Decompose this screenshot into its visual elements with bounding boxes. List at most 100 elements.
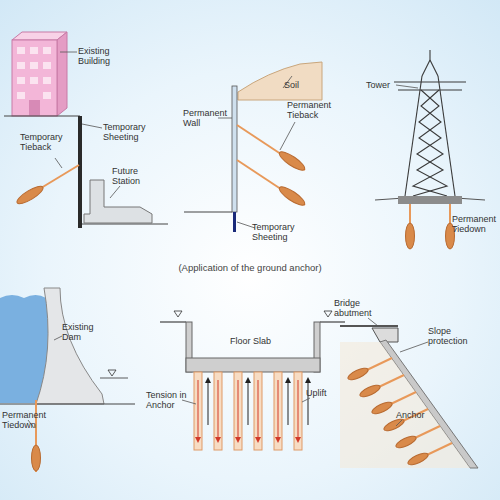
uplift-arrow [308,380,309,425]
bridge-abutment [340,326,398,342]
tower-structure [429,50,430,60]
part-label: Permanent Wall [183,108,233,128]
water-level-symbol [174,311,332,317]
part-label: Soil [284,80,314,90]
ground-line [4,115,80,116]
part-label: Tower [366,80,396,90]
part-label: Permanent Tiedown [2,410,50,430]
building-illustration [17,92,25,99]
uplift-anchor [214,372,222,450]
uplift-anchor [198,380,199,440]
tieback-anchor [277,184,307,208]
slope-anchor [346,366,369,382]
leader-line [218,76,295,228]
uplift-anchor [234,372,242,450]
tower-footing [398,196,462,204]
part-label: Uplift [306,388,336,398]
uplift-anchor [258,380,259,440]
leader-line [302,398,310,402]
part-label: Temporary Tieback [20,132,70,152]
building-illustration [43,47,51,54]
ground-line [184,211,232,212]
uplift-anchor [218,380,219,440]
building-illustration [12,40,57,116]
building-illustration [17,62,25,69]
water-level-symbol [174,311,182,317]
part-label: Floor Slab [230,336,290,346]
tower-structure [413,90,447,196]
tower-structure [413,90,447,196]
ground-line [82,223,168,224]
tower-structure [405,76,422,196]
leader-line [182,400,196,404]
bridge-abutment [340,325,398,327]
part-label: Anchor [396,410,436,420]
leader-line [60,52,77,53]
slope-ground [340,342,470,468]
part-label: Permanent Tiedown [452,214,499,234]
tieback-anchor [277,149,307,173]
uplift-anchor [194,372,202,450]
building-illustration [57,32,67,116]
channel-structure [186,358,320,372]
slope-anchor [370,400,393,416]
tieback-anchor [237,125,307,208]
leader-line [396,85,418,88]
uplift-anchor [238,380,239,440]
part-label: Tension in Anchor [146,390,190,410]
permanent-wall [232,86,237,212]
part-label: Slope protection [428,326,484,346]
tower-structure [422,60,430,76]
uplift-anchor [294,372,302,450]
slope-anchor [394,434,417,450]
water-level-symbol [100,370,128,378]
slope-anchor [346,358,452,467]
ground-line [0,403,135,404]
building-illustration [30,62,38,69]
ground-line [160,321,186,322]
uplift-arrow [208,380,209,425]
building-illustration [12,32,67,116]
building-illustration [30,47,38,54]
sheeting-wall [78,116,82,228]
dam-structure [36,288,104,404]
sheeting-wall [233,212,236,232]
part-label: Temporary Sheeting [252,222,314,242]
building-illustration [17,47,25,54]
uplift-anchor [278,380,279,440]
slope-anchor [358,383,381,399]
uplift-anchor [274,372,282,450]
part-label: Permanent Tieback [287,100,343,120]
tower-structure [394,81,466,82]
building-illustration [29,100,40,116]
tower-structure [398,89,462,90]
building-illustration [17,77,25,84]
uplift-anchor [194,372,302,450]
ground-line [4,116,168,224]
figure-caption: (Application of the ground anchor) [0,262,500,273]
part-label: Existing Building [78,46,128,66]
water-level-symbol [324,311,332,317]
leader-line [396,85,457,232]
uplift-arrow [288,380,289,425]
uplift-anchor [254,372,262,450]
building-illustration [43,92,51,99]
tiedown-anchor [32,445,41,471]
leader-line [368,318,428,426]
tower-structure [394,50,466,196]
leader-line [396,420,402,426]
soil-mass [238,62,322,100]
ground-line [320,321,345,322]
tieback-anchor [15,165,79,207]
leader-line [110,186,120,198]
part-label: Temporary Sheeting [103,122,165,142]
tower-structure [430,60,438,76]
part-label: Future Station [112,166,157,186]
water-level-symbol [100,378,128,379]
ground-line [184,211,232,212]
part-label: Bridge abutment [334,298,378,318]
leader-line [55,158,62,168]
leader-line [280,122,295,150]
